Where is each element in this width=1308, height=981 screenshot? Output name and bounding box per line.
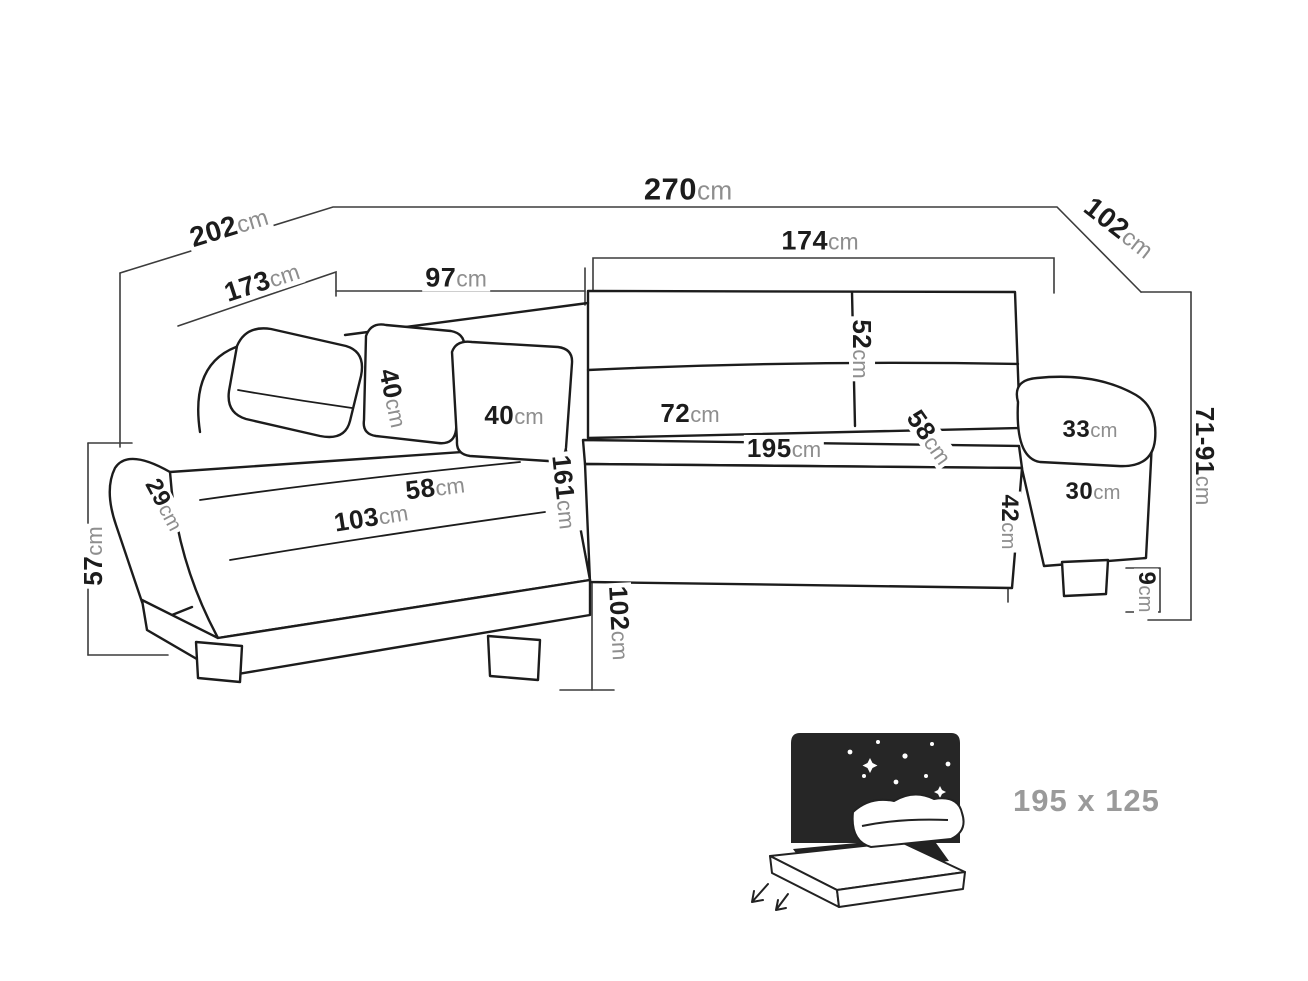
sofa-backrest-fold [586, 361, 1020, 372]
sofa-seat-front [583, 462, 1024, 590]
sofa-chaise-seams [199, 461, 546, 561]
bed-duvet-fold [861, 818, 949, 827]
bed-base-front [836, 871, 966, 908]
dimension-leg-height: 9cm [1133, 568, 1160, 616]
sofa-leg-front-right [486, 634, 542, 682]
sofa-chaise-front [140, 578, 592, 678]
dimension-seat-height-left: 57cm [78, 523, 108, 589]
sofa-headrest-cushion [227, 327, 364, 439]
dimension-armrest-side-height: 30cm [1062, 480, 1124, 504]
dimension-armrest-top-width: 33cm [1059, 418, 1121, 442]
sofa-leg-front-left [194, 640, 244, 684]
dimension-total-height-range: 71-91cm [1190, 403, 1220, 509]
bed-size-label: 195 x 125 [1013, 783, 1160, 818]
bed-icon [751, 733, 966, 911]
dimension-total-width: 270cm [640, 173, 736, 205]
stars-icon [847, 740, 951, 798]
dimension-backrest-height: 52cm [847, 316, 877, 382]
dimension-chaise-front-width: 102cm [603, 582, 635, 664]
sofa-headrest-fold [237, 389, 353, 409]
dimension-backrest-width: 174cm [778, 227, 862, 255]
dimension-left-seat-width: 97cm [422, 264, 490, 292]
dimension-pillow-width-right: 40cm [481, 401, 547, 429]
sofa-pillow-2 [450, 340, 574, 463]
sofa-leg-right [1060, 558, 1110, 598]
dimension-back-cushion-width: 72cm [657, 399, 723, 427]
lift-arrow-icon [751, 883, 789, 911]
dimension-seat-length: 195cm [743, 434, 825, 462]
dimension-seat-height-right: 42cm [996, 491, 1023, 553]
